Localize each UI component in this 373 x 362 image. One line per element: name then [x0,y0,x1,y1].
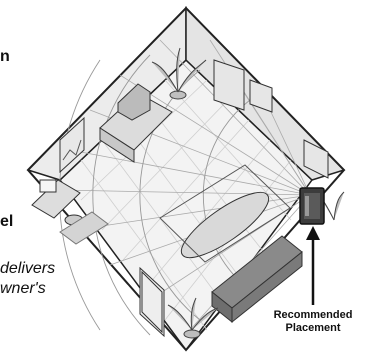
computer-desk [31,179,109,245]
coffee-table [180,191,270,259]
room-outline [26,6,346,352]
doors [139,266,165,338]
cut-label-fragment: el [0,213,14,230]
cut-caption-fragment-2: wner's [0,280,46,297]
area-rug [159,164,291,263]
router-device [299,187,325,225]
wall-pictures-right [213,59,329,179]
label-line-2: Placement [285,322,341,334]
recommended-placement-label: Recommended Placement [258,309,368,335]
tv-cabinet [99,83,173,163]
cut-caption-fragment-1: delivers [0,260,56,277]
cut-heading-fragment: n [0,48,10,65]
sofa [211,235,303,324]
signal-rays [59,39,311,331]
plant-front [167,297,219,339]
label-line-1: Recommended [273,309,353,321]
callout-arrow [306,226,320,305]
wall-picture-left [59,116,85,174]
plant-back [151,47,207,100]
